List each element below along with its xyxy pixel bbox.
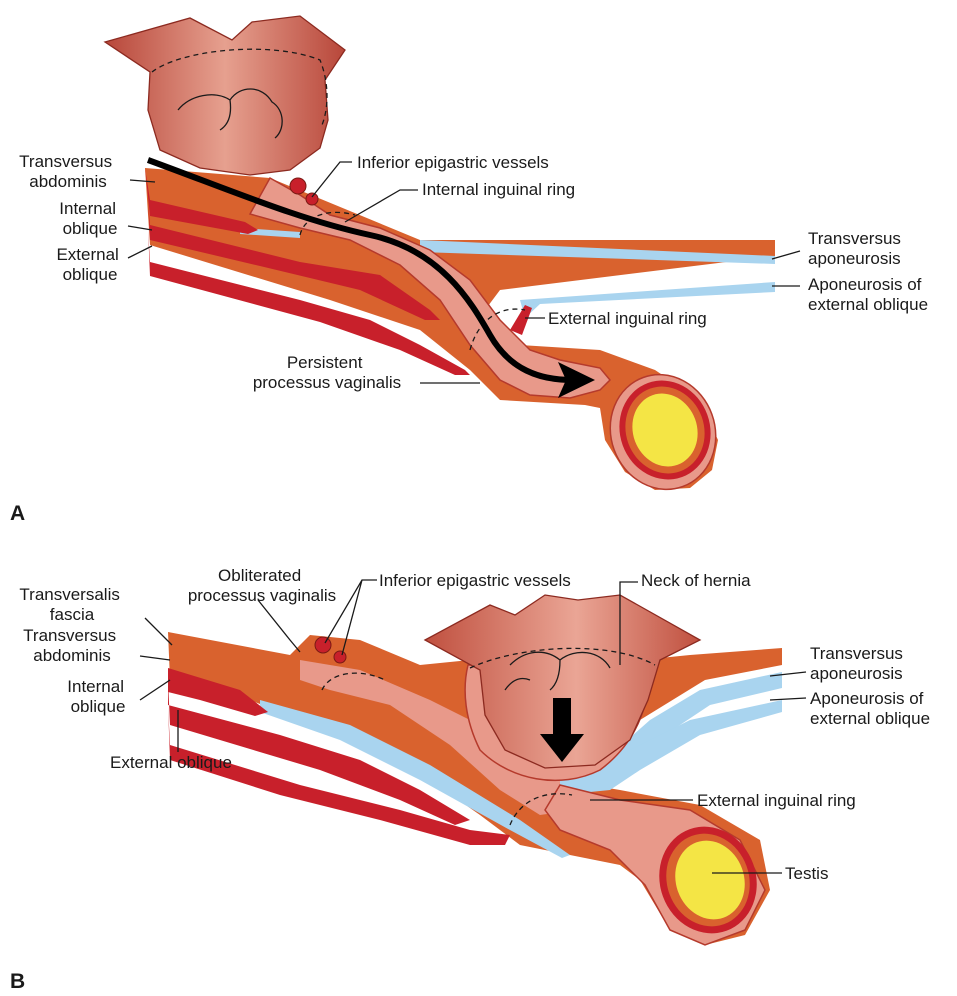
- leader-b-transversus: [140, 656, 170, 660]
- leader-b-apon-ext: [770, 698, 806, 700]
- label-b-internal-oblique: Internal oblique: [67, 677, 128, 716]
- label-b-external-inguinal-ring: External inguinal ring: [697, 791, 856, 810]
- label-b-inferior-epigastric-vessels: Inferior epigastric vessels: [379, 571, 571, 590]
- leader-a-vessels: [312, 162, 352, 197]
- label-a-inferior-epigastric-vessels: Inferior epigastric vessels: [357, 153, 549, 172]
- leader-a-internal: [128, 226, 152, 230]
- leader-a-trans-apon: [772, 251, 800, 259]
- epigastric-vessel-b2: [334, 651, 346, 663]
- epigastric-vessel-a1: [290, 178, 306, 194]
- panel-b: Transversalis fascia Transversus abdomin…: [10, 566, 930, 993]
- leader-b-transversalis: [145, 618, 172, 645]
- label-b-transversalis-fascia: Transversalis fascia: [19, 585, 124, 624]
- label-a-aponeurosis-external-oblique: Aponeurosis of external oblique: [808, 275, 928, 314]
- leader-b-internal: [140, 680, 170, 700]
- label-b-obliterated-processus-vaginalis: Obliterated processus vaginalis: [188, 566, 336, 605]
- label-b-aponeurosis-external-oblique: Aponeurosis of external oblique: [810, 689, 930, 728]
- label-b-external-oblique: External oblique: [110, 753, 232, 772]
- panel-b-letter: B: [10, 970, 25, 993]
- leader-b-obliterated: [258, 600, 300, 652]
- label-a-external-inguinal-ring: External inguinal ring: [548, 309, 707, 328]
- label-a-internal-oblique: Internal oblique: [59, 199, 120, 238]
- label-b-transversus-abdominis: Transversus abdominis: [23, 626, 121, 665]
- label-a-transversus-abdominis: Transversus abdominis: [19, 152, 117, 191]
- label-b-testis: Testis: [785, 864, 828, 883]
- label-a-internal-inguinal-ring: Internal inguinal ring: [422, 180, 575, 199]
- down-arrow-shaft-b: [553, 698, 571, 736]
- epigastric-vessel-b1: [315, 637, 331, 653]
- epigastric-vessel-a2: [306, 193, 318, 205]
- label-b-neck-of-hernia: Neck of hernia: [641, 571, 751, 590]
- label-b-transversus-aponeurosis: Transversus aponeurosis: [810, 644, 908, 683]
- panel-a: Transversus abdominis Internal oblique E…: [10, 16, 928, 525]
- label-a-external-oblique: External oblique: [56, 245, 123, 284]
- leader-a-external: [128, 246, 152, 258]
- intestine-loop-a: [105, 16, 345, 175]
- label-a-persistent-processus-vaginalis: Persistent processus vaginalis: [253, 353, 401, 392]
- label-a-transversus-aponeurosis: Transversus aponeurosis: [808, 229, 906, 268]
- panel-a-letter: A: [10, 502, 25, 525]
